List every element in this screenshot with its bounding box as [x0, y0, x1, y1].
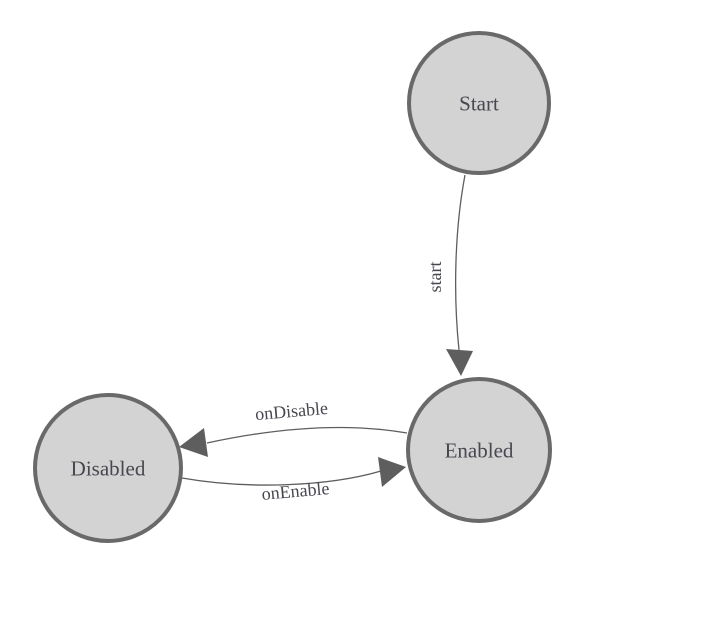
transition-edge-onenable[interactable] [181, 470, 382, 486]
transition-edge-ondisable[interactable] [206, 426, 408, 444]
arrowhead-into-disabled-icon [179, 428, 208, 457]
state-circle-start[interactable] [407, 31, 551, 175]
transition-label-onenable: onEnable [261, 478, 330, 504]
transition-enabled-to-disabled[interactable]: onDisable [179, 398, 408, 457]
state-node-enabled[interactable]: Enabled [406, 377, 552, 523]
transition-disabled-to-enabled[interactable]: onEnable [181, 457, 406, 504]
arrowhead-into-enabled-left-icon [378, 457, 406, 487]
arrowhead-into-enabled-top-icon [446, 349, 473, 376]
transition-label-start: start [425, 262, 445, 293]
state-node-disabled[interactable]: Disabled [33, 393, 183, 543]
state-circle-enabled[interactable] [406, 377, 552, 523]
transition-label-ondisable: onDisable [254, 398, 328, 424]
state-node-start[interactable]: Start [407, 31, 551, 175]
state-circle-disabled[interactable] [33, 393, 183, 543]
transition-start-to-enabled[interactable]: start [425, 174, 473, 376]
transition-edge-start[interactable] [454, 174, 466, 351]
